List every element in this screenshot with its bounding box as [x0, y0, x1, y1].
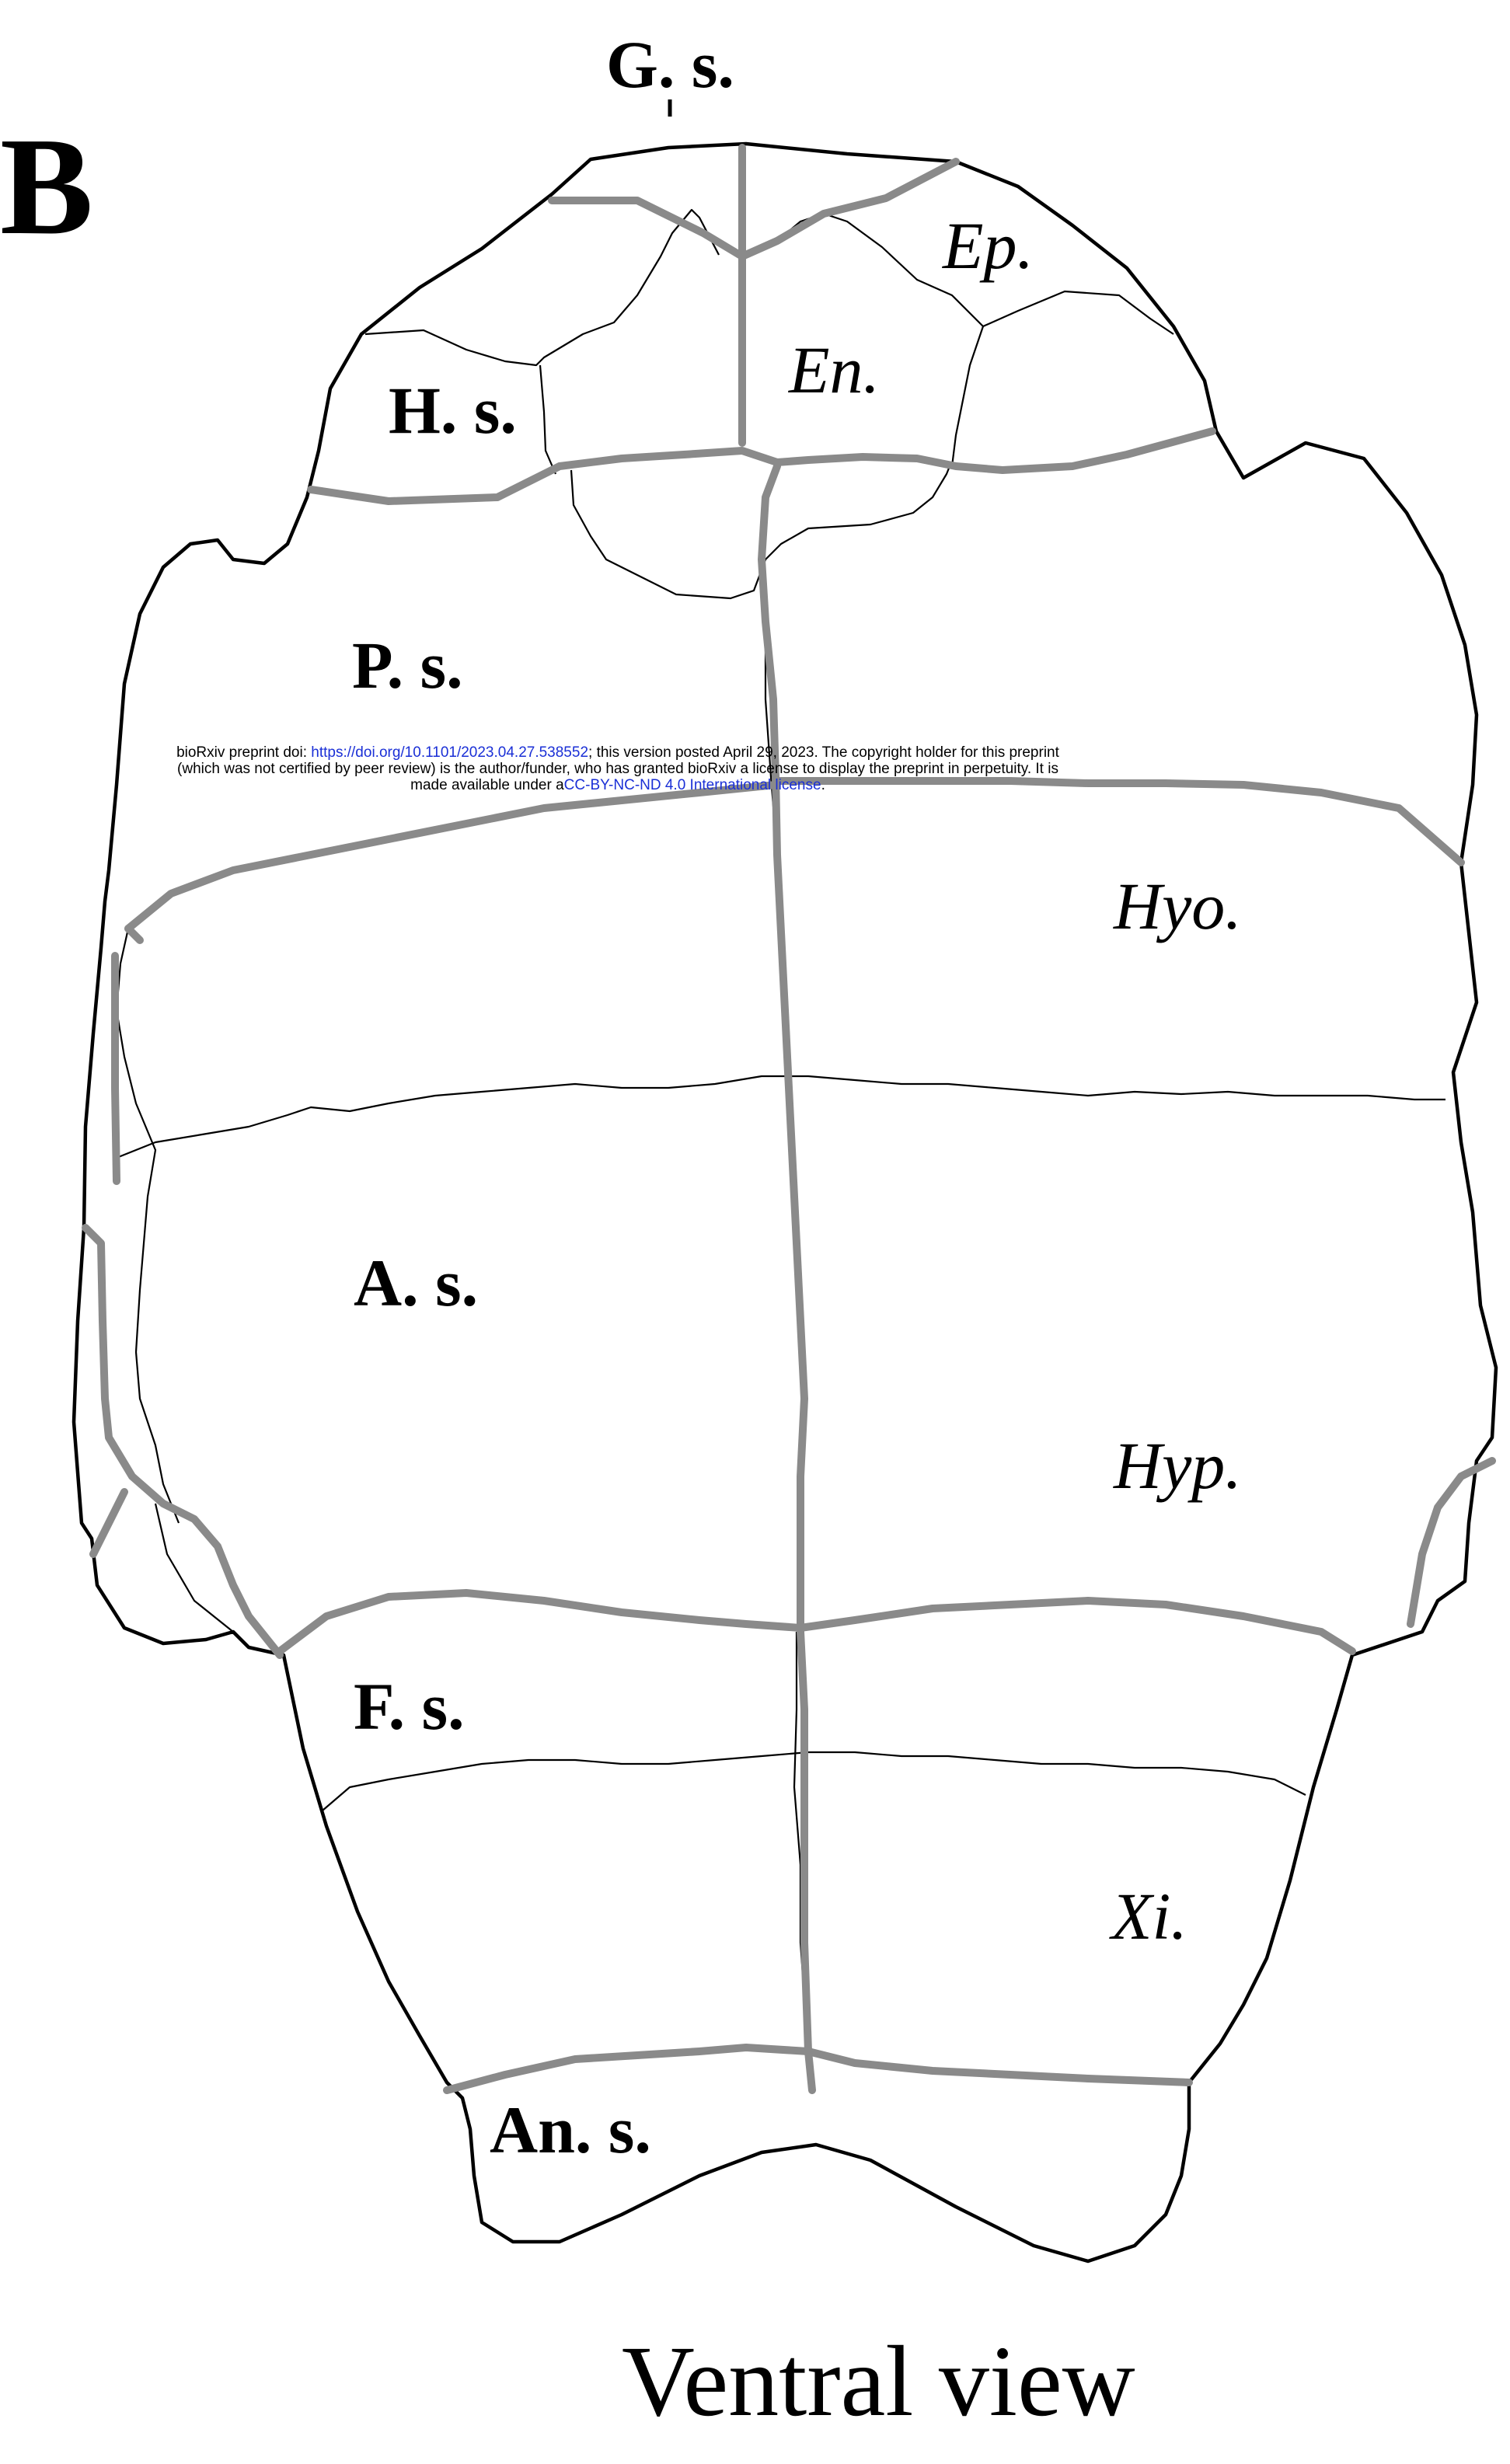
label-abdominal-scute: A. s. — [354, 1246, 478, 1320]
label-xiphiplastron: Xi. — [1109, 1879, 1187, 1953]
label-epiplastron: Ep. — [941, 208, 1034, 283]
preprint-line3-suffix: . — [821, 777, 825, 793]
label-pectoral-scute: P. s. — [352, 628, 463, 702]
preprint-line-2: (which was not certified by peer review)… — [117, 761, 1119, 777]
scute-sulci — [85, 148, 1492, 2090]
label-entoplastron: En. — [787, 333, 880, 407]
view-label: Ventral view — [622, 2331, 1135, 2432]
label-humeral-scute: H. s. — [389, 373, 517, 448]
label-hyoplastron: Hyo. — [1113, 869, 1242, 943]
license-link[interactable]: CC-BY-NC-ND 4.0 International license — [564, 777, 821, 793]
label-hypoplastron: Hyp. — [1113, 1428, 1242, 1503]
preprint-line3-prefix: made available under a — [410, 777, 564, 793]
preprint-notice: bioRxiv preprint doi: https://doi.org/10… — [117, 744, 1119, 793]
label-gular-scute: G. s. — [606, 27, 734, 102]
label-anal-scute: An. s. — [490, 2093, 651, 2167]
doi-link[interactable]: https://doi.org/10.1101/2023.04.27.53855… — [311, 744, 588, 761]
preprint-line-3: made available under aCC-BY-NC-ND 4.0 In… — [117, 777, 1119, 793]
preprint-prefix: bioRxiv preprint doi: — [176, 744, 311, 761]
label-femoral-scute: F. s. — [354, 1669, 465, 1744]
preprint-middle: ; this version posted April 29, 2023. Th… — [588, 744, 1059, 761]
preprint-line-1: bioRxiv preprint doi: https://doi.org/10… — [117, 744, 1119, 761]
bone-sutures — [117, 210, 1445, 2051]
